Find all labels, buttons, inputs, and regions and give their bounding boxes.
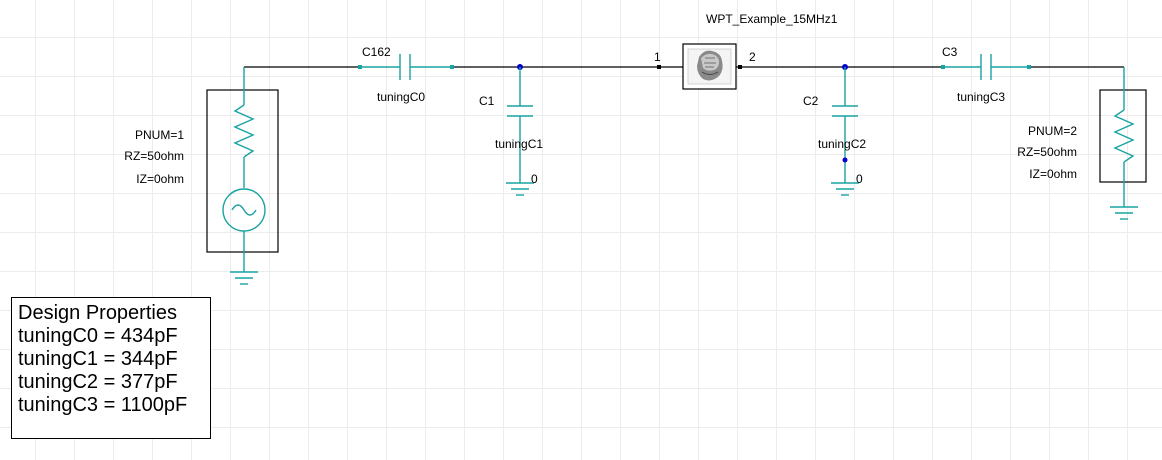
c2-value: tuningC2 <box>818 137 866 151</box>
port-left-rz: RZ=50ohm <box>124 149 184 163</box>
c3-value: tuningC3 <box>957 90 1005 104</box>
capacitor-c2[interactable] <box>832 67 858 183</box>
wpt-block[interactable] <box>657 43 742 90</box>
ground-c1-label: 0 <box>531 172 538 186</box>
c2-name: C2 <box>803 94 819 108</box>
capacitor-c3[interactable] <box>941 54 1031 80</box>
port-right-rz: RZ=50ohm <box>1017 145 1077 159</box>
c1-value: tuningC1 <box>495 137 543 151</box>
ground-left <box>230 271 258 285</box>
model-icon <box>687 48 732 85</box>
design-property-line: tuningC1 = 344pF <box>18 348 178 370</box>
c162-value: tuningC0 <box>377 90 425 104</box>
block-port1-label: 1 <box>654 50 661 64</box>
node-dot <box>842 157 848 163</box>
ground-c2-label: 0 <box>856 172 863 186</box>
port-right-iz: IZ=0ohm <box>1029 167 1077 181</box>
port-right[interactable] <box>1099 67 1147 207</box>
ground-right <box>1110 206 1138 220</box>
design-property-line: tuningC2 = 377pF <box>18 371 178 393</box>
capacitor-c1[interactable] <box>507 67 533 183</box>
port-left-pnum: PNUM=1 <box>135 128 184 142</box>
c3-name: C3 <box>942 45 958 59</box>
c1-name: C1 <box>479 94 495 108</box>
port-right-pnum: PNUM=2 <box>1028 124 1077 138</box>
capacitor-c162[interactable] <box>358 54 454 80</box>
block-port2-label: 2 <box>749 50 756 64</box>
design-properties-title: Design Properties <box>18 302 177 324</box>
port-left[interactable] <box>206 67 279 272</box>
c162-name: C162 <box>362 45 391 59</box>
port-left-iz: IZ=0ohm <box>136 172 184 186</box>
design-properties-box[interactable]: Design Properties tuningC0 = 434pF tunin… <box>11 297 211 439</box>
design-property-line: tuningC3 = 1100pF <box>18 394 188 416</box>
design-property-line: tuningC0 = 434pF <box>18 325 178 347</box>
block-name: WPT_Example_15MHz1 <box>706 12 838 26</box>
ground-c1 <box>506 182 534 196</box>
ground-c2 <box>831 182 859 196</box>
